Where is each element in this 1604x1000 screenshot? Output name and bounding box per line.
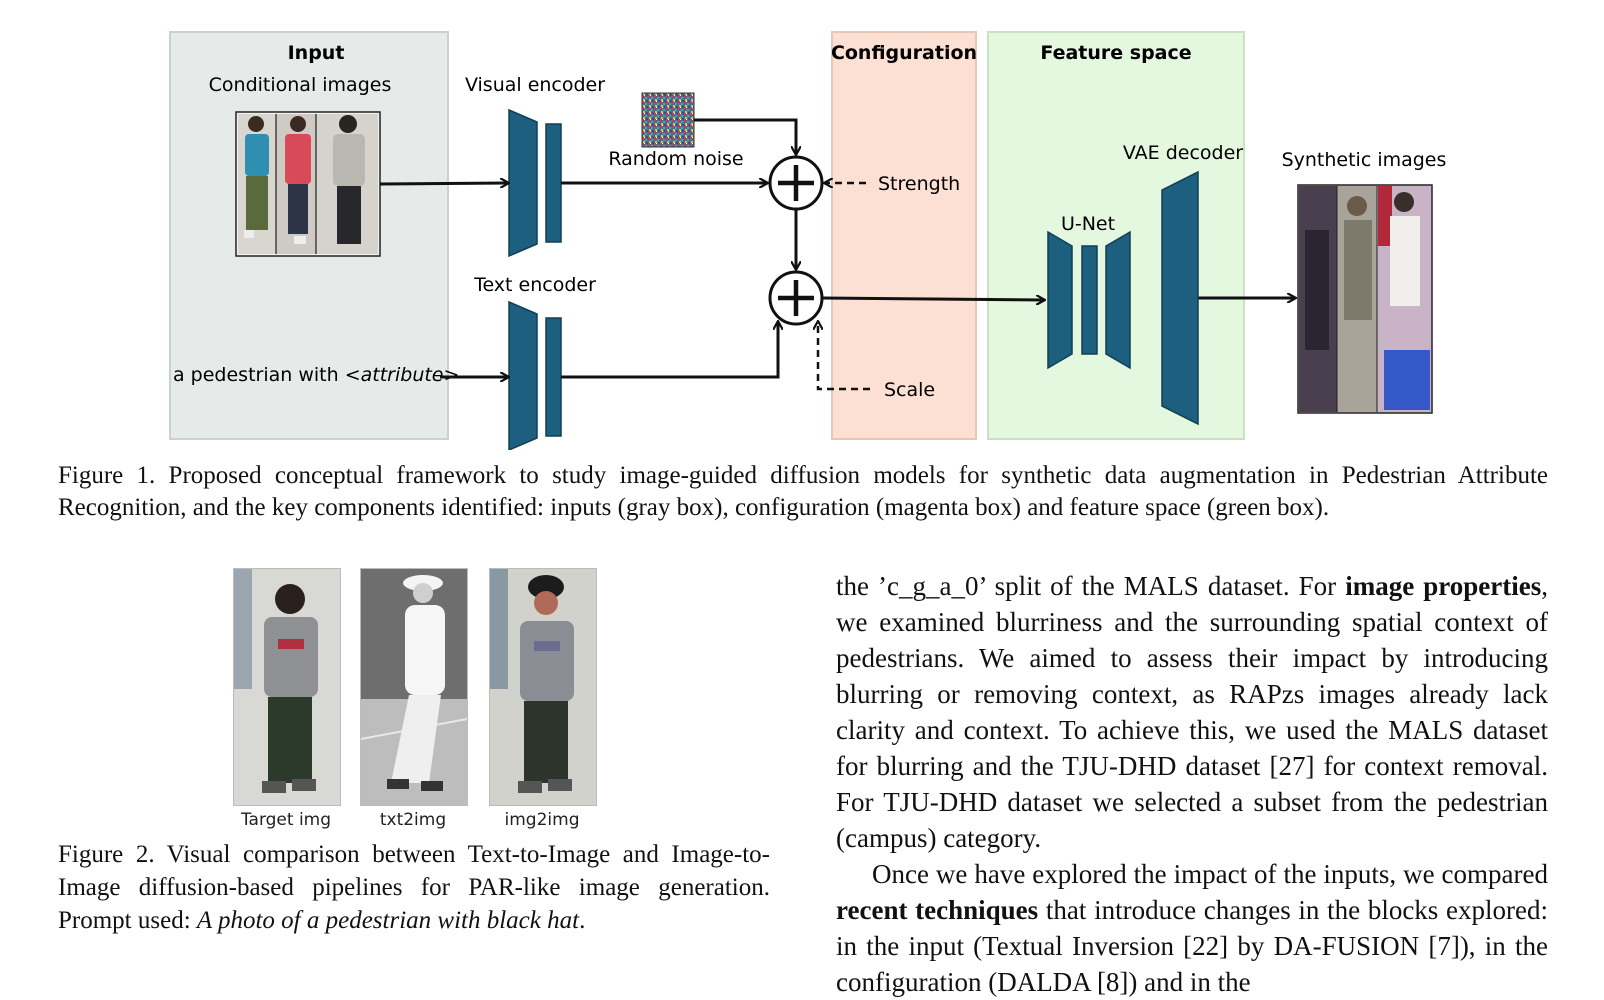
sum-node-top	[768, 155, 824, 211]
vae-decoder-label: VAE decoder	[1123, 142, 1243, 164]
visual-encoder-shape	[508, 108, 562, 258]
prompt-text: a pedestrian with <attribute>	[173, 364, 459, 386]
random-noise-image	[641, 92, 695, 148]
synthetic-images-label: Synthetic images	[1282, 149, 1447, 171]
img2img-image	[489, 568, 597, 806]
scale-label: Scale	[884, 379, 935, 401]
configuration-title: Configuration	[831, 42, 977, 64]
feature-space-title: Feature space	[1040, 42, 1191, 64]
vae-decoder-shape	[1161, 170, 1199, 426]
conditional-images-label: Conditional images	[209, 74, 392, 96]
figure-2-caption: Figure 2. Visual comparison between Text…	[58, 841, 770, 934]
figure-2: Target img txt2img img2img	[0, 0, 800, 830]
target-image	[233, 568, 341, 806]
target-img-label: Target img	[240, 810, 332, 830]
strength-label: Strength	[878, 173, 960, 195]
figure-1-caption: Figure 1. Proposed conceptual framework …	[58, 462, 1548, 521]
unet-label: U-Net	[1061, 213, 1115, 235]
paragraph-2: Once we have explored the impact of the …	[836, 859, 1548, 997]
diagram-arrows	[379, 118, 1295, 377]
visual-encoder-label: Visual encoder	[465, 74, 605, 96]
paragraph-1: the ’c_g_a_0’ split of the MALS dataset.…	[836, 571, 1548, 853]
txt2img-label: txt2img	[379, 810, 447, 830]
txt2img-image	[360, 568, 468, 806]
input-box-title: Input	[288, 42, 345, 64]
configuration-box	[831, 31, 977, 440]
random-noise-label: Random noise	[608, 148, 743, 170]
img2img-label: img2img	[504, 810, 580, 830]
text-encoder-label: Text encoder	[473, 274, 596, 296]
conditional-images	[235, 111, 381, 257]
feature-space-box	[987, 31, 1245, 440]
dashed-control-arrows	[818, 183, 870, 391]
synthetic-images	[1297, 184, 1433, 414]
framework-diagram: Input Conditional images Configuration F…	[169, 31, 1447, 450]
body-text: the ’c_g_a_0’ split of the MALS dataset.…	[836, 568, 1548, 1000]
text-encoder-shape	[508, 300, 562, 450]
unet-shape	[1047, 230, 1131, 370]
